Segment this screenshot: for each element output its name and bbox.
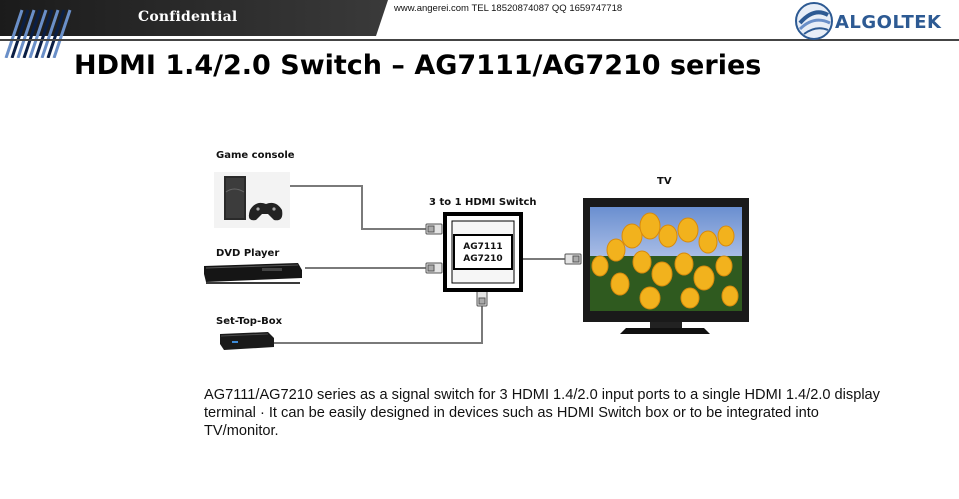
switch-caption: 3 to 1 HDMI Switch bbox=[429, 197, 537, 208]
switch-box bbox=[443, 212, 523, 292]
input-label-dvd-player: DVD Player bbox=[216, 248, 280, 259]
slide-description: AG7111/AG7210 series as a signal switch … bbox=[204, 387, 880, 439]
game-console-icon bbox=[214, 172, 290, 228]
algoltek-logo-icon bbox=[795, 2, 833, 40]
input-label-set-top-box: Set-Top-Box bbox=[216, 316, 283, 327]
input-label-game-console: Game console bbox=[216, 150, 295, 161]
confidential-label: Confidential bbox=[138, 9, 238, 25]
brand-name: ALGOLTEK bbox=[835, 12, 942, 33]
chip-label-line1: AG7111 bbox=[463, 242, 503, 252]
chip-label: AG7111 AG7210 bbox=[448, 241, 518, 265]
connection-cables bbox=[274, 185, 565, 344]
header-band bbox=[0, 0, 959, 58]
dvd-player-icon bbox=[204, 263, 302, 284]
set-top-box-icon bbox=[220, 332, 274, 350]
tv-icon bbox=[583, 198, 749, 334]
hdmi-connectors bbox=[425, 223, 582, 307]
output-label-tv: TV bbox=[657, 176, 672, 187]
slide-title: HDMI 1.4/2.0 Switch – AG7111/AG7210 seri… bbox=[74, 50, 762, 81]
chip-label-line2: AG7210 bbox=[463, 254, 503, 264]
contact-line: www.angerei.com TEL 18520874087 QQ 16597… bbox=[394, 3, 623, 14]
